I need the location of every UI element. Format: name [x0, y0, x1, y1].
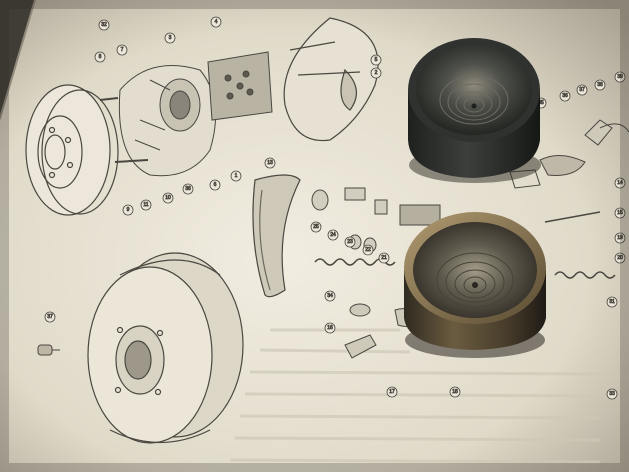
callout-label: 36 — [185, 186, 191, 192]
callout-label: 6 — [214, 182, 217, 188]
callout-label: 15 — [617, 210, 623, 216]
callout-label: 20 — [617, 255, 623, 261]
callout-label: 3 — [169, 35, 172, 41]
brake-disc-drawing — [25, 84, 119, 216]
callout-label: 17 — [389, 389, 395, 395]
callout-label: 35 — [538, 100, 544, 106]
callout-label: 37 — [47, 314, 53, 320]
callout-label: 39 — [617, 74, 623, 80]
callout-label: 23 — [347, 239, 353, 245]
callout-label: 18 — [452, 389, 458, 395]
callout-label: 34 — [327, 293, 333, 299]
screw-drawing — [37, 344, 60, 356]
callout-label: 4 — [215, 19, 218, 25]
callout-label: 11 — [143, 202, 148, 208]
callout-label: 9 — [127, 207, 130, 213]
callout-label: 33 — [609, 391, 615, 397]
callout-label: 1 — [235, 173, 238, 179]
brake-drum-drawing — [87, 252, 244, 444]
callout-label: 37 — [579, 87, 585, 93]
callout-label: 16 — [327, 325, 333, 331]
hub-caliper-drawing — [99, 65, 217, 177]
callout-label: 21 — [381, 255, 387, 261]
brake-shoe-drawing — [252, 174, 301, 298]
callout-label: 25 — [313, 224, 319, 230]
bronze-piston — [404, 212, 546, 358]
callout-label: 7 — [121, 47, 124, 53]
callout-label: 38 — [597, 82, 603, 88]
callout-label: 8 — [99, 54, 102, 60]
faint-print-text — [229, 328, 601, 464]
dust-shield-drawing — [283, 17, 379, 142]
top-right-parts-drawing — [509, 119, 629, 189]
callout-label: 22 — [365, 247, 371, 253]
page-edge — [0, 0, 36, 119]
callout-label: 19 — [617, 235, 623, 241]
brake-pad-drawing — [207, 51, 273, 121]
callout-label: 2 — [375, 70, 378, 76]
callout-labels: 8 7 3 4 6 5 2 1 9 11 10 36 13 25 24 23 2… — [44, 16, 626, 400]
callout-label: 24 — [330, 232, 336, 238]
callout-label: 5 — [375, 57, 378, 63]
callout-label: 13 — [267, 160, 273, 166]
callout-label: 36 — [562, 93, 568, 99]
dark-piston — [408, 38, 541, 183]
callout-label: 10 — [165, 195, 171, 201]
callout-label: 14 — [617, 180, 623, 186]
callout-label: 32 — [101, 22, 107, 28]
callout-label: 31 — [609, 299, 615, 305]
